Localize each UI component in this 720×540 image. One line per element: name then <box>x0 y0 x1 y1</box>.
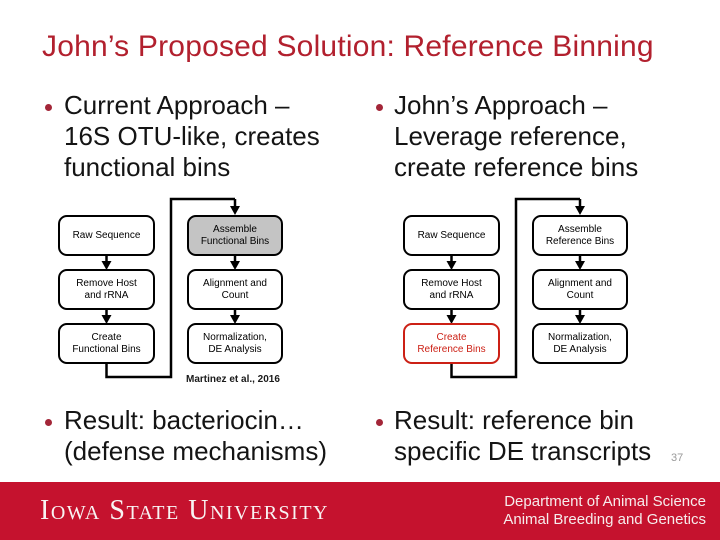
arrow-down-icon <box>230 261 240 270</box>
arrow-down-icon <box>575 315 585 324</box>
bullet-dot <box>45 419 52 426</box>
flow-box-raw-sequence: Raw Sequence <box>403 215 500 256</box>
bullet-line: 16S OTU-like, creates <box>64 121 320 151</box>
bullet-dot <box>376 419 383 426</box>
bullet-dot <box>45 104 52 111</box>
bullet-line: functional bins <box>64 152 231 182</box>
flow-box-raw-sequence: Raw Sequence <box>58 215 155 256</box>
arrow-down-icon <box>446 261 457 270</box>
department-text: Department of Animal Science Animal Bree… <box>503 493 706 529</box>
footer-bar: Iowa State University Department of Anim… <box>0 482 720 540</box>
bullet-line: specific DE transcripts <box>394 436 652 466</box>
bullet-current-approach: Current Approach – 16S OTU-like, creates… <box>64 90 320 183</box>
bullet-line: Current Approach – <box>64 90 290 120</box>
bullet-johns-approach: John’s Approach – Leverage reference, cr… <box>394 90 638 183</box>
bullet-result-left: Result: bacteriocin… (defense mechanisms… <box>64 405 327 467</box>
bullet-line: (defense mechanisms) <box>64 436 327 466</box>
department-line: Department of Animal Science <box>504 493 706 510</box>
arrow-down-icon <box>575 261 585 270</box>
arrow-down-icon <box>575 206 585 215</box>
arrow-down-icon <box>101 261 112 270</box>
iowa-state-university-logo: Iowa State University <box>40 495 329 526</box>
arrow-down-icon <box>446 315 457 324</box>
arrow-down-icon <box>230 315 240 324</box>
bullet-line: Leverage reference, <box>394 121 627 151</box>
bullet-line: create reference bins <box>394 152 639 182</box>
bullet-line: Result: reference bin <box>394 405 634 435</box>
page-number: 37 <box>671 452 684 464</box>
flow-box-normalization-de: Normalization,DE Analysis <box>187 323 283 364</box>
arrow-down-icon <box>101 315 112 324</box>
flow-connector-lines <box>446 197 585 379</box>
department-line: Animal Breeding and Genetics <box>503 511 706 528</box>
flow-connector-lines <box>101 197 240 379</box>
citation-text: Martinez et al., 2016 <box>186 374 280 385</box>
bullet-line: John’s Approach – <box>394 90 608 120</box>
arrow-down-icon <box>230 206 240 215</box>
flow-box-normalization-de: Normalization,DE Analysis <box>532 323 628 364</box>
bullet-dot <box>376 104 383 111</box>
bullet-result-right: Result: reference bin specific DE transc… <box>394 405 651 467</box>
bullet-line: Result: bacteriocin… <box>64 405 304 435</box>
slide-title: John’s Proposed Solution: Reference Binn… <box>42 30 654 63</box>
